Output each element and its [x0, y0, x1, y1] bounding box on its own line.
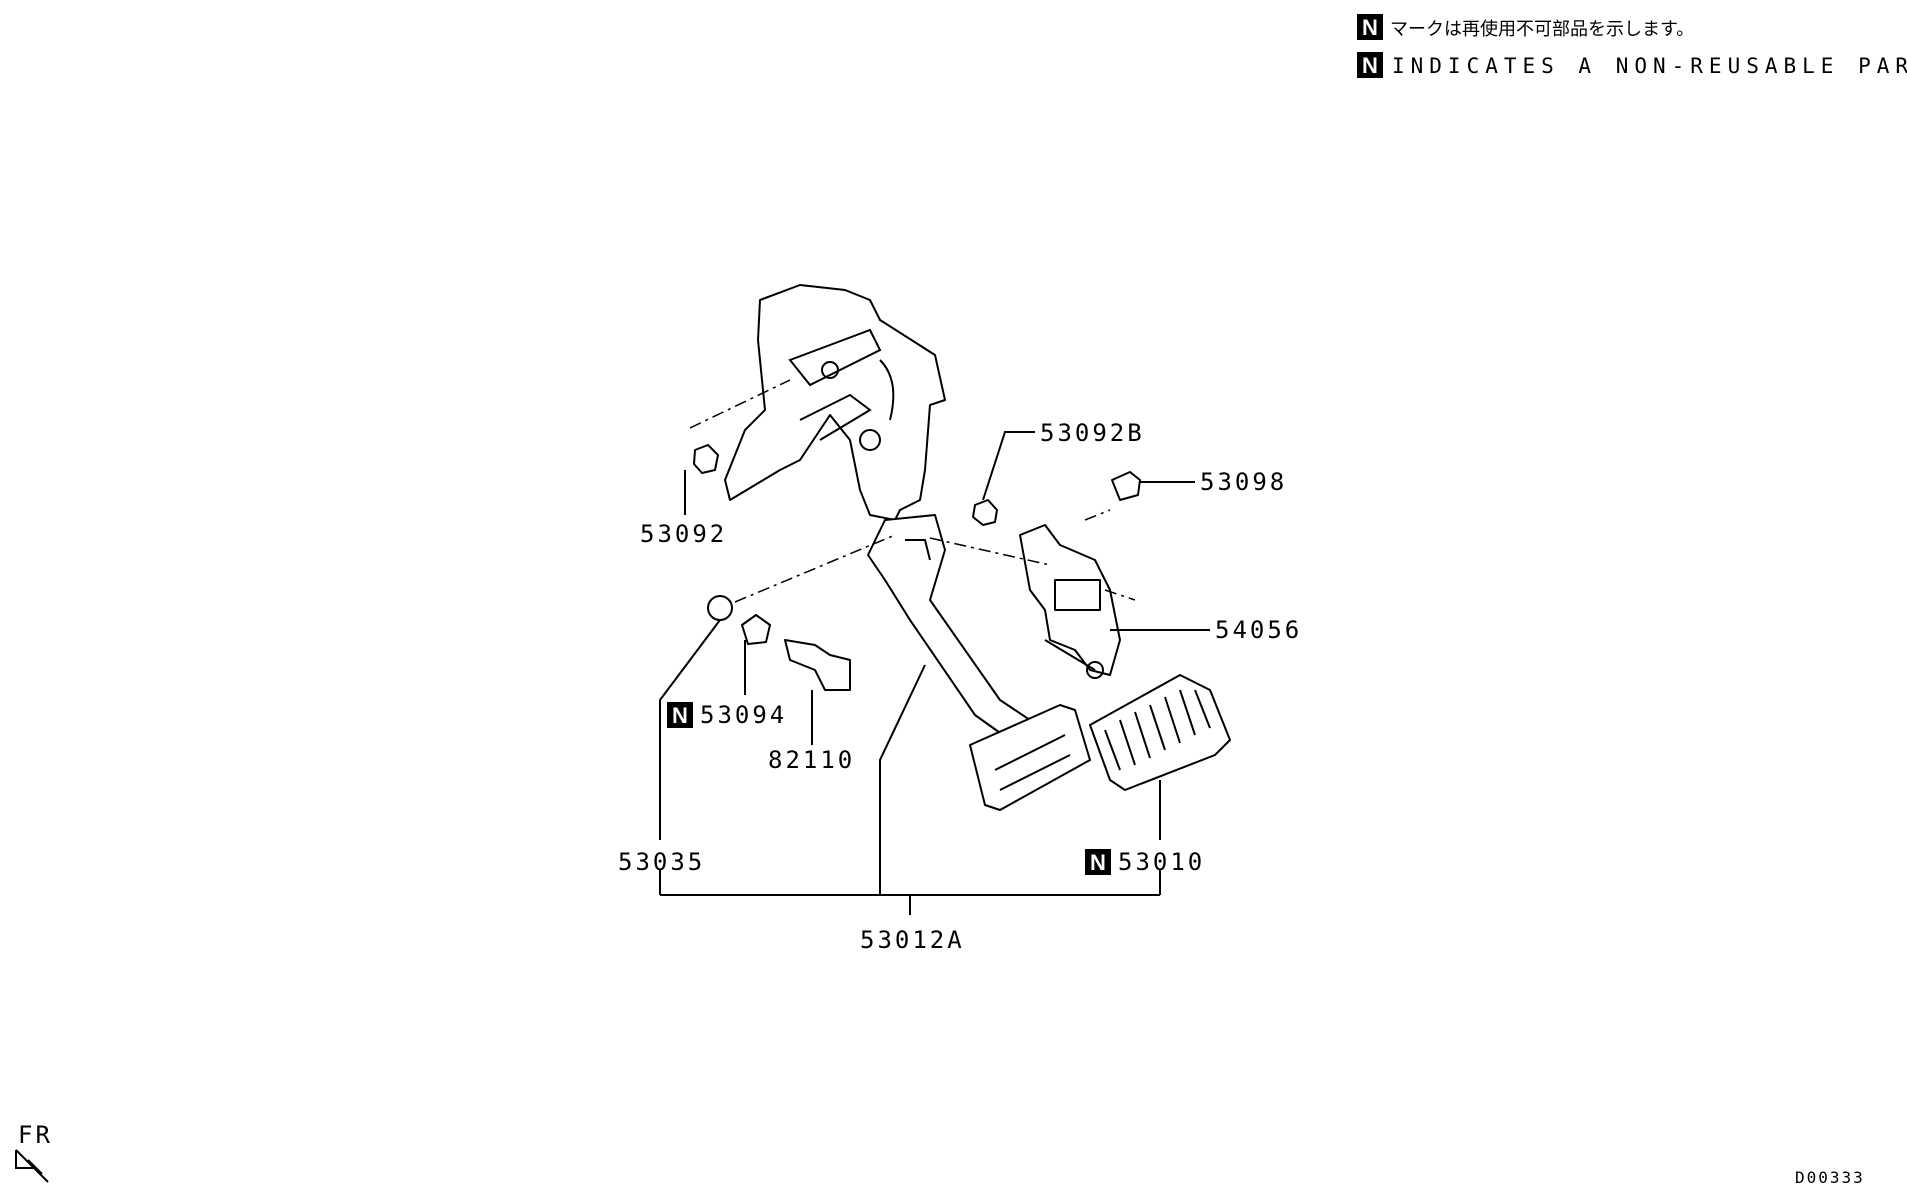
- pedal-arm-detail: [905, 539, 931, 561]
- pedal-pad-groove: [994, 734, 1071, 791]
- leader-53092B: [982, 431, 1035, 501]
- part-label-53092B: 53092B: [1040, 419, 1145, 447]
- leader-53012A-arm: [879, 664, 926, 895]
- badge-53010: N: [1090, 850, 1106, 875]
- nut-53092: [693, 444, 719, 474]
- part-label-53098: 53098: [1200, 468, 1287, 496]
- legend-badge-jp: N: [1362, 15, 1378, 40]
- pedal-position-sensor: [1054, 579, 1101, 611]
- guide-line: [689, 379, 791, 429]
- bracket-hole: [859, 429, 881, 451]
- non-reusable-badge-icon: [667, 702, 693, 728]
- part-label-53035: 53035: [618, 848, 705, 876]
- part-label-82110: 82110: [768, 746, 855, 774]
- non-reusable-badge-icon: [1357, 14, 1383, 40]
- orientation-label: FR: [18, 1121, 53, 1149]
- bracket-53012A: [659, 870, 1161, 915]
- sensor-link: [1044, 639, 1096, 671]
- pedal-arm: [867, 514, 1031, 741]
- guide-line: [734, 534, 896, 603]
- clip-53094: [741, 614, 771, 645]
- badge-53094: N: [672, 703, 688, 728]
- part-label-54056: 54056: [1215, 616, 1302, 644]
- stopper-53035: [707, 595, 733, 621]
- bolt-53098: [1111, 471, 1141, 501]
- front-arrow-icon: [15, 1149, 49, 1183]
- switch-82110: [784, 639, 851, 691]
- guide-line: [929, 537, 1051, 566]
- legend-line-jp: マークは再使用不可部品を示します。: [1390, 19, 1694, 40]
- pedal-pad-ribs: [1104, 689, 1211, 771]
- pedal-bracket-illustration: [724, 284, 1091, 811]
- part-label-53012A: 53012A: [860, 926, 965, 954]
- pedal-pad-rubber-illustration: [1089, 674, 1231, 791]
- non-reusable-badge-icon: [1085, 849, 1111, 875]
- front-orientation: FR: [15, 1121, 53, 1183]
- guide-line: [1104, 589, 1136, 601]
- bracket-detail: [799, 393, 872, 441]
- sensor-pivot: [1086, 661, 1104, 679]
- part-label-53010: 53010: [1118, 848, 1205, 876]
- diagram-id: D00333: [1795, 1168, 1865, 1187]
- leader-53035: [659, 619, 721, 840]
- legend: N マークは再使用不可部品を示します。 N INDICATES A NON-RE…: [1357, 14, 1907, 78]
- part-label-53092: 53092: [640, 520, 727, 548]
- bracket-detail: [788, 328, 882, 387]
- guide-line: [1084, 509, 1111, 521]
- non-reusable-badge-icon: [1357, 52, 1383, 78]
- pedal-pad-base: [969, 704, 1091, 811]
- legend-line-en: INDICATES A NON-REUSABLE PART.: [1392, 54, 1907, 78]
- nut-53092B: [972, 499, 998, 526]
- bracket-hole: [821, 361, 839, 379]
- bracket-detail: [879, 359, 895, 421]
- legend-badge-en: N: [1362, 53, 1378, 78]
- sensor-bracket-illustration: [1019, 524, 1121, 679]
- part-label-53094: 53094: [700, 701, 787, 729]
